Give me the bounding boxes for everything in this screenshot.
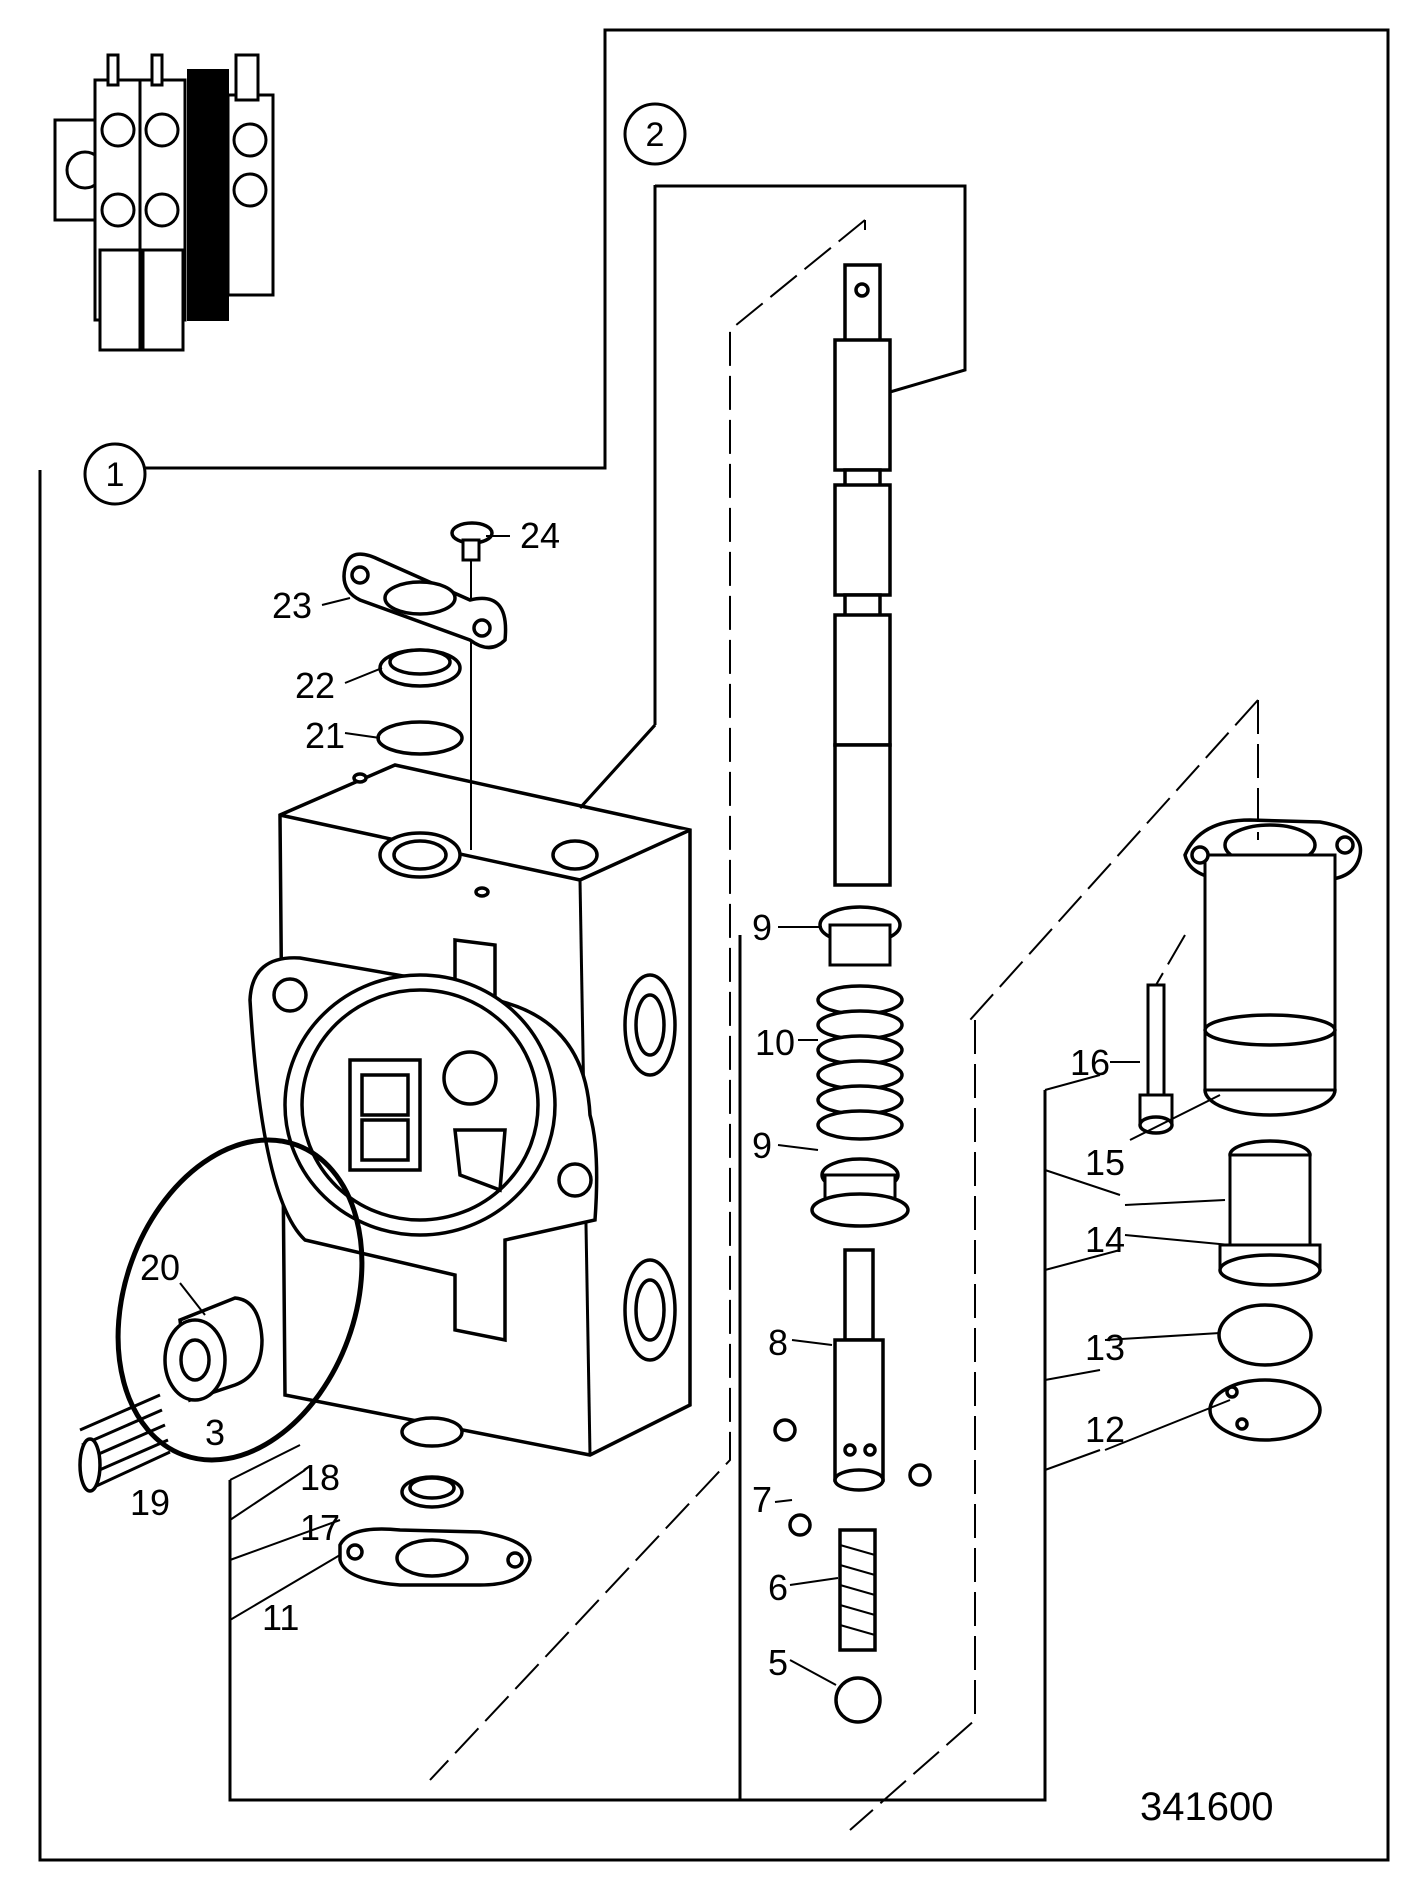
callout-10: 10 — [755, 1022, 795, 1063]
ball-5 — [834, 1676, 882, 1724]
callout-17: 17 — [300, 1507, 340, 1548]
stem-8 — [833, 1248, 885, 1492]
callout-3: 3 — [205, 1412, 225, 1453]
leader-lines — [179, 535, 1231, 1686]
locator-inset — [53, 53, 275, 352]
seal-17 — [400, 1475, 464, 1509]
bracket-right — [740, 1090, 1047, 1802]
o-ring-3 — [115, 1137, 365, 1463]
callout-20: 20 — [140, 1247, 180, 1288]
spring-10 — [816, 984, 904, 1141]
spool — [833, 263, 892, 887]
callout-12: 12 — [1085, 1409, 1125, 1450]
o-ring-21 — [376, 720, 464, 756]
spool-dash-outline — [429, 219, 976, 1831]
callout-24: 24 — [520, 515, 560, 556]
callout-15: 15 — [1085, 1142, 1125, 1183]
group-1-frame — [38, 28, 1390, 1862]
callout-21: 21 — [305, 715, 345, 756]
gasket-11 — [338, 1527, 532, 1587]
valve-body — [248, 763, 692, 1457]
callout-8: 8 — [768, 1322, 788, 1363]
body-frame-line — [578, 723, 657, 810]
spring-19 — [78, 1393, 171, 1493]
callout-7: 7 — [752, 1479, 772, 1520]
svg-text:2: 2 — [646, 116, 665, 154]
group-2-frame — [578, 184, 967, 810]
callout-19: 19 — [130, 1482, 170, 1523]
cap-15 — [1183, 818, 1363, 1117]
group-marker-2: 2 — [623, 102, 687, 166]
callout-13: 13 — [1085, 1327, 1125, 1368]
plug-20 — [163, 1296, 264, 1403]
ball-7 — [773, 1418, 932, 1537]
seal-22 — [378, 648, 462, 688]
spring-seat-9-upper — [818, 905, 902, 967]
cap-dash-outline — [969, 699, 1259, 1021]
callout-9-upper: 9 — [752, 907, 772, 948]
svg-text:1: 1 — [106, 456, 125, 494]
o-ring-18 — [400, 1416, 464, 1448]
bracket-center — [228, 935, 742, 1802]
callout-9-lower: 9 — [752, 1125, 772, 1166]
callout-11: 11 — [262, 1597, 299, 1638]
circlip-12 — [1208, 1378, 1322, 1442]
callout-18: 18 — [300, 1457, 340, 1498]
spring-6 — [838, 1528, 877, 1652]
callout-14: 14 — [1085, 1219, 1125, 1260]
group-marker-1: 1 — [83, 442, 147, 506]
piston-14 — [1218, 1139, 1322, 1287]
callout-5: 5 — [768, 1642, 788, 1683]
callout-6: 6 — [768, 1567, 788, 1608]
callout-22: 22 — [295, 665, 335, 706]
screw-16 — [1138, 983, 1174, 1135]
spring-seat-9-lower — [810, 1157, 910, 1228]
callout-23: 23 — [272, 585, 312, 626]
cover-plate-23 — [342, 552, 508, 650]
reference-number: 341600 — [1140, 1785, 1273, 1829]
callout-labels: 24 23 22 21 20 19 3 18 17 11 9 10 9 8 7 … — [130, 515, 1125, 1683]
callout-16: 16 — [1070, 1042, 1110, 1083]
disc-13 — [1217, 1303, 1313, 1367]
